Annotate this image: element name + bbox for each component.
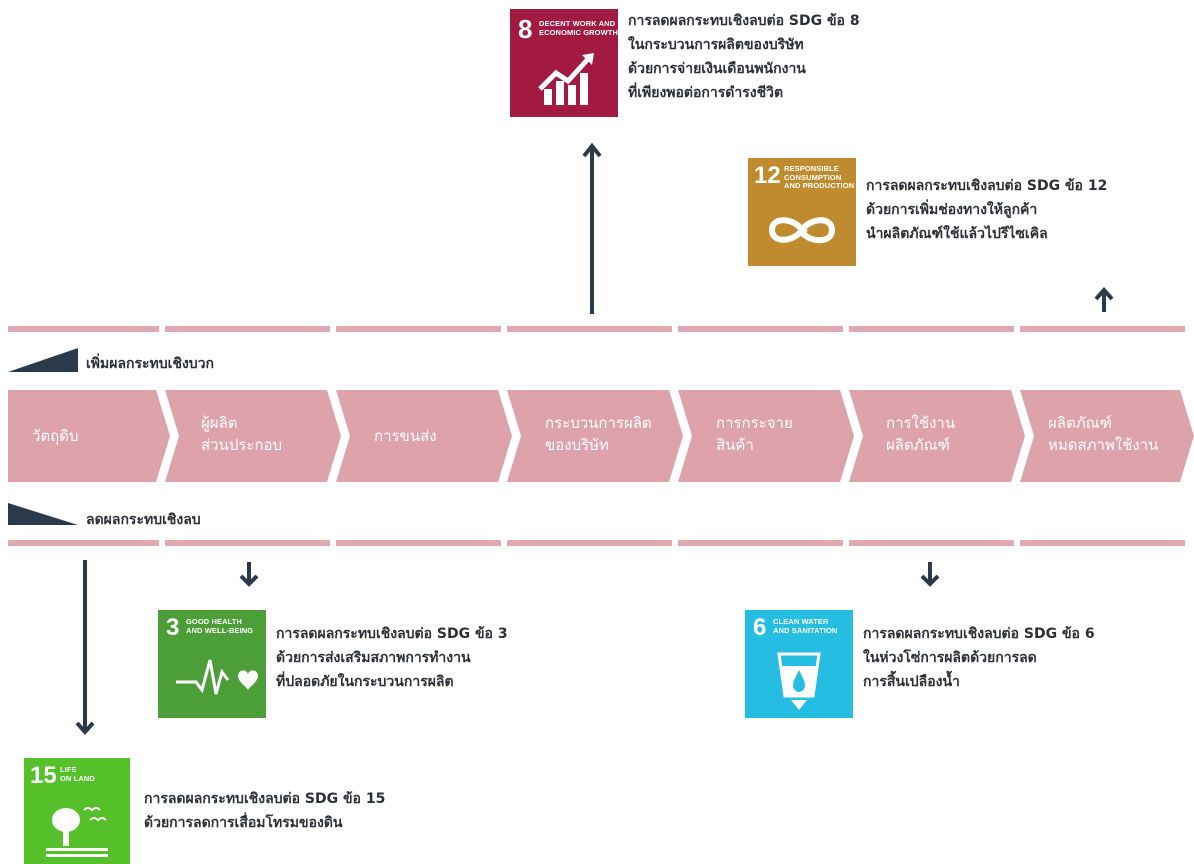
sdg8-number: 8: [518, 14, 533, 44]
sdg12-number: 12: [754, 162, 781, 189]
sdg12-description: การลดผลกระทบเชิงลบต่อ SDG ข้อ 12 ด้วยการ…: [866, 178, 1108, 242]
stage-label-transport: การขนส่ง: [374, 427, 437, 445]
arrow-up-sdg12: [1094, 286, 1114, 312]
stage-label-raw-materials: วัตถุดิบ: [32, 427, 79, 445]
sdg15-description: การลดผลกระทบเชิงลบต่อ SDG ข้อ 15 ด้วยการ…: [144, 791, 386, 831]
sdg8-description: การลดผลกระทบเชิงลบต่อ SDG ข้อ 8 ในกระบวน…: [628, 13, 860, 101]
sdg3-title: GOOD HEALTH AND WELL-BEING: [186, 617, 254, 635]
arrow-down-sdg3: [239, 562, 259, 587]
stage-label-component-maker: ผู้ผลิต ส่วนประกอบ: [201, 414, 283, 454]
stage-label-company-production: กระบวนการผลิต ของบริษัท: [545, 414, 652, 454]
sdg12-title: RESPONSIBLE CONSUMPTION AND PRODUCTION: [784, 164, 855, 190]
sdg8-tile: 8 DECENT WORK AND ECONOMIC GROWTH: [510, 9, 618, 117]
water-glass-icon: [777, 652, 821, 710]
stage-chevron-4: [507, 390, 683, 482]
growth-chart-icon: [538, 53, 594, 105]
sdg3-description: การลดผลกระทบเชิงลบต่อ SDG ข้อ 3 ด้วยการส…: [276, 626, 508, 690]
sdg6-description: การลดผลกระทบเชิงลบต่อ SDG ข้อ 6 ในห่วงโซ…: [863, 626, 1095, 690]
sdg6-tile: 6 CLEAN WATER AND SANITATION: [745, 610, 853, 718]
arrow-down-sdg15: [75, 560, 95, 736]
stage-label-end-of-life: ผลิตภัณฑ์ หมดสภาพใช้งาน: [1048, 414, 1159, 454]
infinity-loop-icon: [768, 217, 836, 244]
sdg3-number: 3: [166, 614, 180, 641]
stage-chevron-3: [336, 390, 512, 482]
stage-chevron-1: [8, 390, 170, 482]
sdg15-tile: 15 LIFE ON LAND: [24, 758, 130, 864]
sdg3-tile: 3 GOOD HEALTH AND WELL-BEING: [158, 610, 266, 718]
sdg6-number: 6: [753, 614, 767, 641]
stage-label-product-use: การใช้งาน ผลิตภัณฑ์: [886, 414, 956, 454]
tree-birds-icon: [46, 807, 108, 857]
stage-chevron-2: [165, 390, 341, 482]
sdg6-title: CLEAN WATER AND SANITATION: [773, 617, 838, 635]
stage-chevron-7: [1020, 390, 1194, 482]
arrow-up-sdg8: [582, 142, 602, 314]
sdg8-title: DECENT WORK AND ECONOMIC GROWTH: [539, 19, 618, 37]
negative-impact-wedge-icon: [8, 503, 78, 525]
positive-impact-wedge-icon: [8, 348, 78, 372]
stage-label-distribution: การกระจาย สินค้า: [716, 414, 793, 454]
sdg15-number: 15: [30, 762, 57, 789]
arrow-down-sdg6: [920, 562, 940, 587]
positive-impact-label: เพิ่มผลกระทบเชิงบวก: [86, 356, 215, 372]
stage-chevron-5: [678, 390, 854, 482]
sdg12-tile: 12 RESPONSIBLE CONSUMPTION AND PRODUCTIO…: [748, 158, 856, 266]
negative-impact-label: ลดผลกระทบเชิงลบ: [86, 512, 201, 528]
stage-chevron-6: [849, 390, 1025, 482]
heartbeat-icon: [176, 659, 258, 695]
sdg15-title: LIFE ON LAND: [60, 765, 95, 783]
